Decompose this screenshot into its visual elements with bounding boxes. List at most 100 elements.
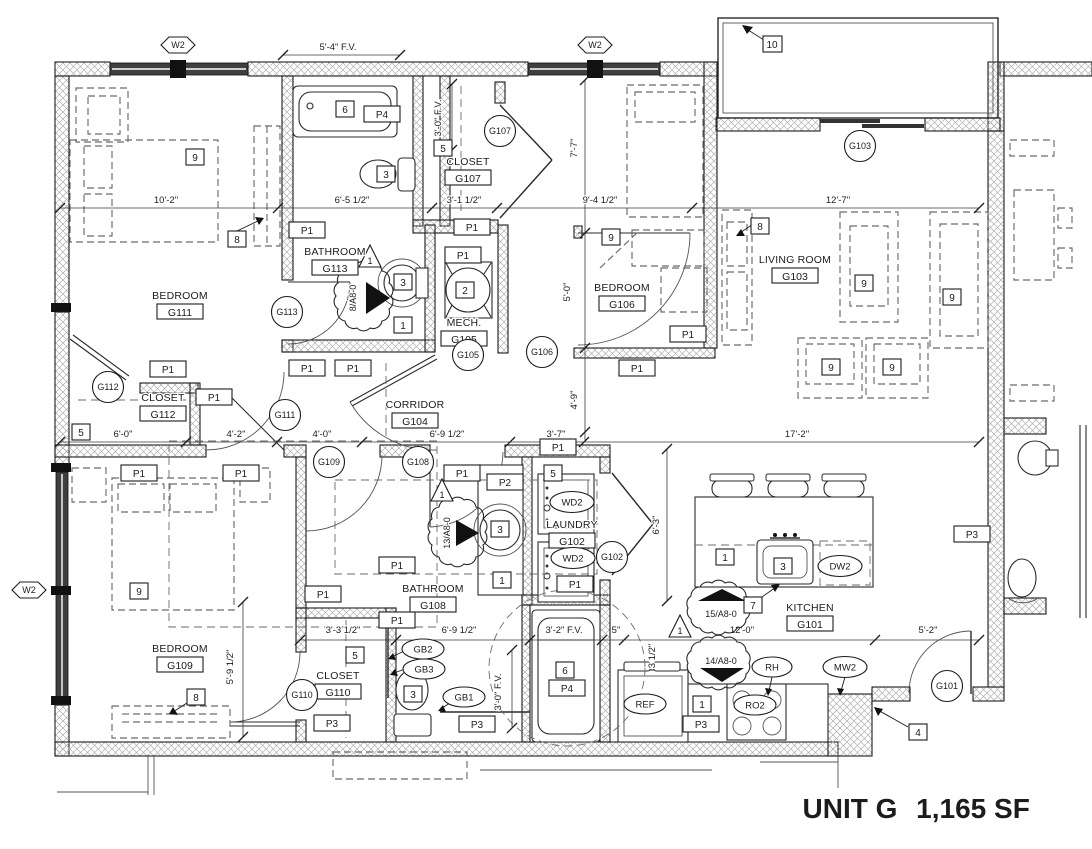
room-label-g109: BEDROOM G109 [151, 642, 209, 674]
svg-text:G109: G109 [318, 457, 340, 467]
dim-label: 3'-1 1/2" [447, 195, 482, 206]
svg-text:LIVING ROOM: LIVING ROOM [759, 254, 831, 266]
svg-text:BATHROOM: BATHROOM [402, 583, 464, 595]
room-label-g107: CLOSET G107 [444, 155, 492, 186]
svg-text:G112: G112 [97, 382, 118, 392]
equipment-tag-rh: RH [751, 656, 793, 678]
svg-text:1: 1 [439, 490, 444, 500]
revision-cloud-label: 15/A8-0 [705, 609, 737, 619]
revision-cloud-15: 15/A8-0 [686, 579, 751, 636]
svg-text:BEDROOM: BEDROOM [152, 643, 208, 655]
svg-text:BATHROOM: BATHROOM [304, 246, 366, 258]
revision-clouds: 8/A8-0 13/A8-0 15/A8-0 14/A8-0 1 1 1 [333, 243, 751, 691]
svg-text:WD2: WD2 [561, 498, 582, 509]
keynote-9f: 9 [882, 358, 902, 376]
revision-cloud-label: 13/A8-0 [442, 517, 452, 549]
door-tag-g103: G103 [843, 129, 877, 163]
door-tag-g105: G105 [451, 338, 485, 372]
room-label-g111: BEDROOM G111 [151, 289, 209, 321]
svg-text:P1: P1 [457, 251, 470, 262]
svg-text:G112: G112 [151, 409, 176, 421]
window-tags: W2 W2 W2 [11, 36, 613, 599]
keynote-1b: 1 [492, 571, 512, 589]
svg-text:P1: P1 [391, 561, 404, 572]
equipment-tag-gb3: GB3 [402, 658, 446, 680]
keynote-9: 9 [185, 148, 205, 166]
svg-text:7: 7 [750, 601, 756, 612]
room-label-g103: LIVING ROOM G103 [758, 253, 833, 285]
svg-text:P1: P1 [466, 223, 479, 234]
svg-text:G107: G107 [489, 126, 511, 136]
dim-label: 12'-7" [826, 195, 850, 206]
svg-text:G113: G113 [276, 307, 297, 317]
door-tag-g110: G110 [285, 678, 319, 712]
svg-text:G104: G104 [402, 416, 428, 428]
svg-text:G108: G108 [407, 457, 429, 467]
dim-label: 17'-2" [785, 429, 809, 440]
svg-text:P3: P3 [695, 720, 708, 731]
keynote-1: 1 [393, 316, 413, 334]
keynote-9d: 9 [942, 288, 962, 306]
bar-stools [709, 473, 867, 498]
door-tag-g112: G112 [91, 370, 125, 404]
svg-text:9: 9 [192, 153, 198, 164]
revision-cloud-8: 8/A8-0 [333, 260, 394, 332]
svg-text:W2: W2 [171, 40, 185, 50]
window-tag-w2a: W2 [160, 36, 196, 54]
svg-text:1: 1 [677, 626, 682, 636]
svg-text:P1: P1 [301, 226, 314, 237]
keynote-4: 4 [908, 723, 928, 741]
keynote-5b: 5 [71, 423, 91, 441]
svg-text:8: 8 [193, 693, 199, 704]
svg-text:RH: RH [765, 663, 779, 674]
svg-text:P1: P1 [631, 364, 644, 375]
neighbor-fixtures [1007, 440, 1059, 604]
svg-text:REF: REF [636, 700, 655, 711]
keynote-9e: 9 [821, 358, 841, 376]
svg-text:6: 6 [562, 666, 568, 677]
keynote-5d: 5 [345, 646, 365, 664]
svg-text:P3: P3 [326, 719, 339, 730]
svg-text:2: 2 [462, 286, 468, 297]
room-label-g113: BATHROOM G113 [303, 245, 367, 277]
equipment-tags: WD2 WD2 DW2 GB2 GB3 GB1 RH MW2 REF RO2 [401, 490, 868, 716]
dim-label: 3'-0" F.V. [433, 99, 444, 136]
dim-label: 7'-7" [569, 139, 580, 158]
balcony [717, 17, 999, 128]
dim-label: 4'-9" [569, 391, 580, 410]
keynote-9c: 9 [854, 274, 874, 292]
keynote-3c: 3 [490, 520, 510, 538]
equipment-tag-mw2: MW2 [822, 655, 868, 679]
svg-text:6: 6 [342, 105, 348, 116]
dim-label: 6'-3" [651, 516, 662, 535]
svg-text:G102: G102 [601, 552, 623, 562]
svg-text:BEDROOM: BEDROOM [594, 282, 650, 294]
svg-text:P2: P2 [499, 478, 512, 489]
revision-delta: 1 1 1 [358, 243, 692, 638]
keynote-8c: 8 [186, 688, 206, 706]
keynote-9g: 9 [129, 582, 149, 600]
svg-text:G110: G110 [291, 690, 312, 700]
exterior-walls [51, 60, 1092, 757]
dim-label: 6'-5 1/2" [335, 195, 370, 206]
svg-text:P1: P1 [682, 330, 695, 341]
svg-text:1: 1 [699, 700, 705, 711]
svg-text:5: 5 [440, 144, 446, 155]
dim-label: 3'-0" F.V. [493, 673, 504, 710]
svg-text:9: 9 [861, 279, 867, 290]
dimension-labels: 5'-4" F.V. 10'-2" 6'-5 1/2" 3'-1 1/2" 9'… [112, 41, 938, 712]
keynote-3d: 3 [773, 557, 793, 575]
svg-text:10: 10 [766, 40, 778, 51]
room-label-g101: KITCHEN G101 [785, 601, 835, 633]
keynote-5: 5 [433, 139, 453, 157]
svg-text:P1: P1 [552, 443, 565, 454]
dim-label: 3 1/2" [647, 644, 658, 669]
dim-label: 6'-0" [114, 429, 133, 440]
revision-cloud-13: 13/A8-0 [427, 496, 488, 568]
svg-text:4: 4 [915, 728, 921, 739]
keynote-3e: 3 [403, 685, 423, 703]
svg-text:P1: P1 [162, 365, 175, 376]
svg-text:5: 5 [78, 428, 84, 439]
room-label-g102: LAUNDRY G102 [545, 518, 599, 550]
